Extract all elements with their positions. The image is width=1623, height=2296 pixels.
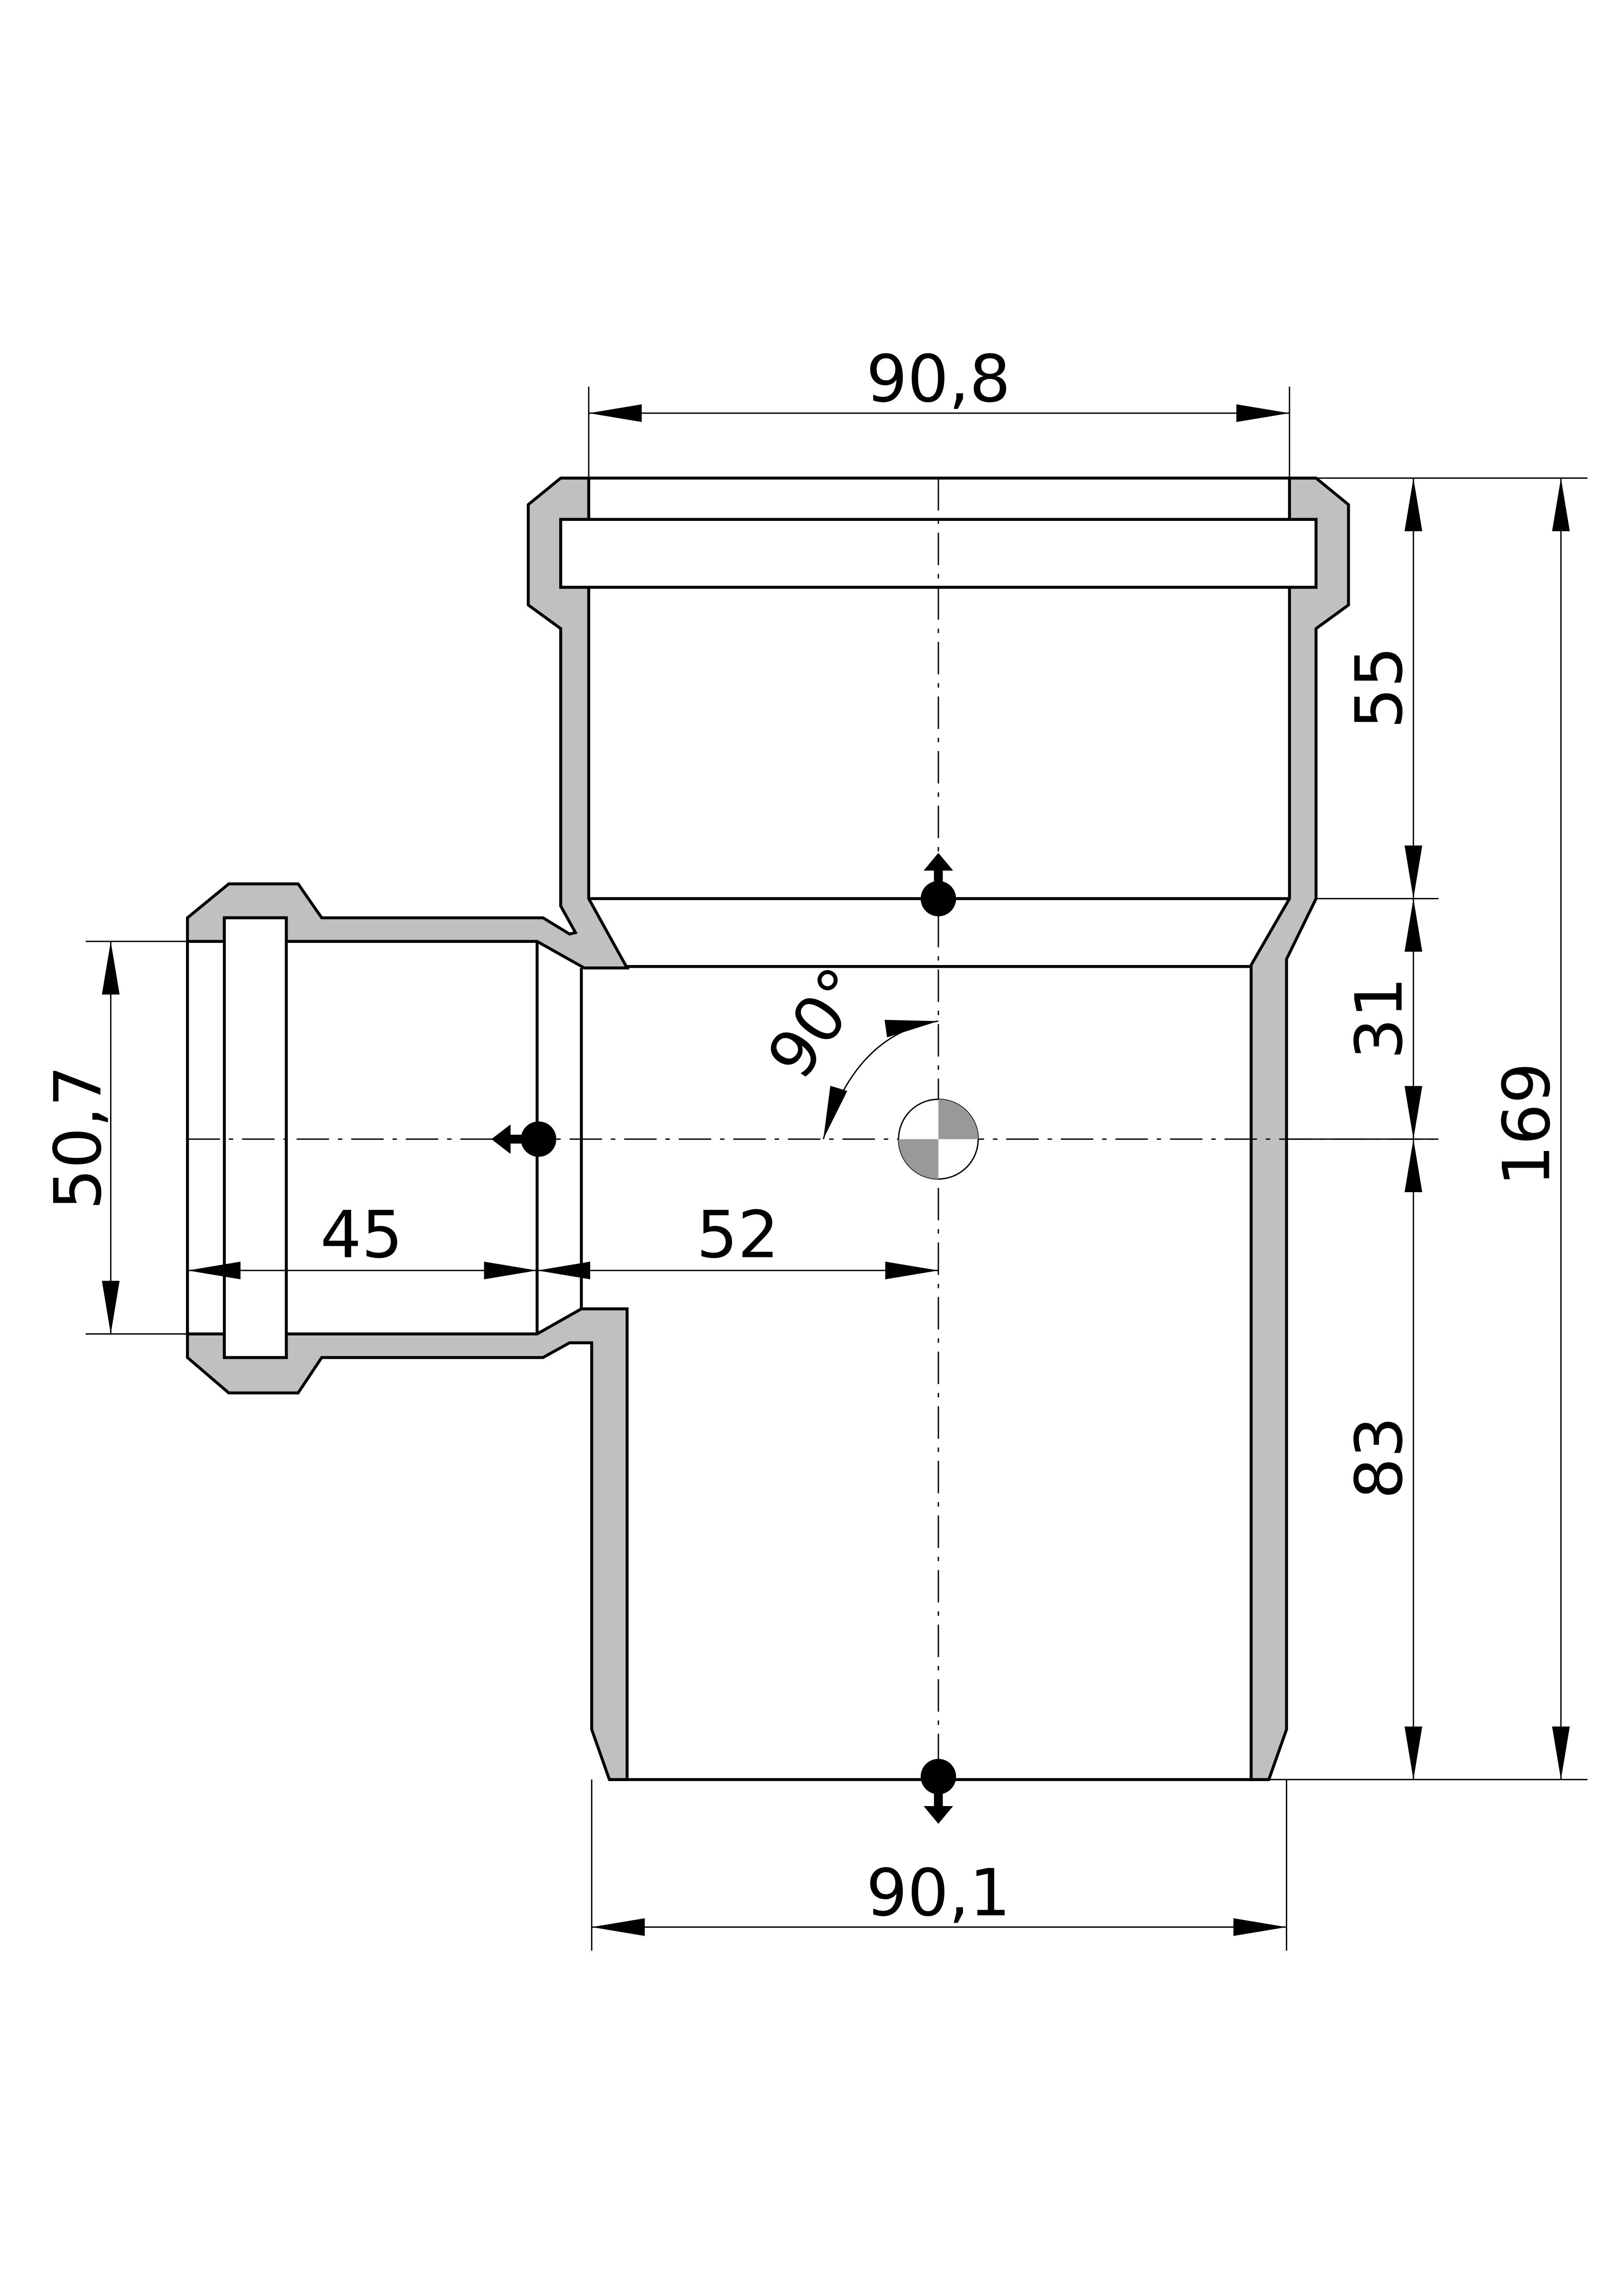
right-wall — [1249, 477, 1350, 1781]
dim-branch-diameter: 50,7 — [41, 1065, 116, 1210]
dim-bottom-width: 90,1 — [866, 1856, 1011, 1931]
branch-bottom-wall — [186, 1307, 629, 1781]
flow-marker-top-icon — [920, 853, 957, 916]
dim-upper-offset: 31 — [1342, 977, 1417, 1060]
extension-lines — [86, 386, 1588, 1951]
dim-overall-height: 169 — [1489, 1063, 1565, 1187]
dim-branch-socket-depth: 45 — [320, 1198, 403, 1273]
center-point-icon — [898, 1098, 979, 1180]
branch-seal-ring — [222, 916, 288, 1359]
dimension-lines — [102, 404, 1570, 1936]
inner-edges — [186, 477, 1290, 1781]
dim-lower-length: 83 — [1342, 1417, 1417, 1499]
flow-marker-branch-icon — [491, 1121, 556, 1157]
dim-socket-depth: 55 — [1342, 646, 1417, 729]
dim-top-width: 90,8 — [866, 342, 1011, 417]
dim-branch-offset: 52 — [697, 1198, 779, 1273]
flow-marker-bottom-icon — [920, 1758, 957, 1824]
dim-angle: 90° — [753, 954, 881, 1092]
